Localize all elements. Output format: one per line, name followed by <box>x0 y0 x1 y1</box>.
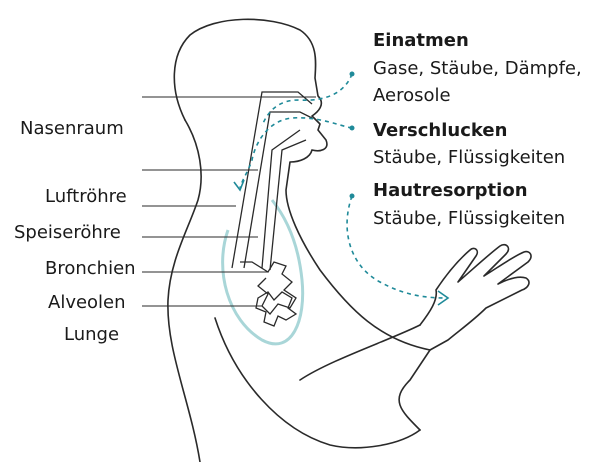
label-nasenraum: Nasenraum <box>20 118 124 139</box>
label-luftroehre: Luftröhre <box>45 186 127 207</box>
forearm <box>300 325 430 430</box>
route-einatmen-line2: Aerosole <box>373 85 451 106</box>
route-haut-dot <box>350 194 355 199</box>
route-einatmen-line1: Gase, Stäube, Dämpfe, <box>373 58 582 79</box>
label-lunge: Lunge <box>64 324 119 345</box>
route-verschlucken-title: Verschlucken <box>373 120 507 141</box>
route-einatmen-dot <box>350 72 355 77</box>
route-verschlucken-arrow <box>240 118 352 188</box>
label-bronchien: Bronchien <box>45 258 136 279</box>
label-speiseroehre: Speiseröhre <box>14 222 121 243</box>
back-outline <box>168 120 201 462</box>
label-alveolen: Alveolen <box>48 292 126 313</box>
route-verschlucken-line1: Stäube, Flüssigkeiten <box>373 147 565 168</box>
route-verschlucken-dot <box>350 126 355 131</box>
route-einatmen-title: Einatmen <box>373 30 469 51</box>
upper-arm <box>215 318 420 448</box>
oesophagus-tube <box>262 130 306 270</box>
route-haut-line1: Stäube, Flüssigkeiten <box>373 208 565 229</box>
hand <box>420 245 531 350</box>
alveoli <box>256 292 296 326</box>
route-haut-title: Hautresorption <box>373 180 528 201</box>
